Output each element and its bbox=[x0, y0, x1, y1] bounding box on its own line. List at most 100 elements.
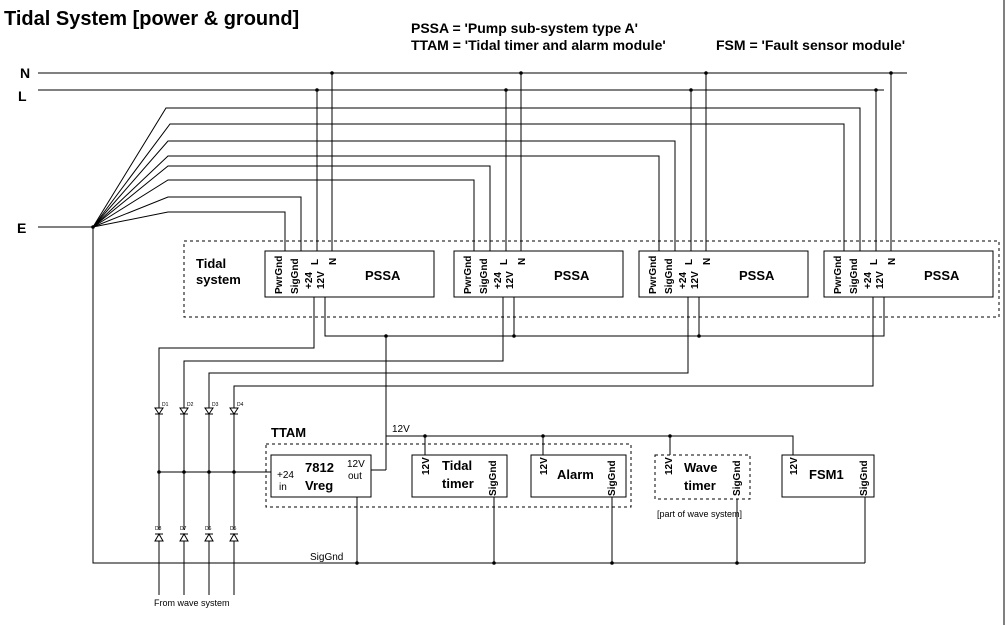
diode-symbol bbox=[154, 407, 164, 415]
junction-dot bbox=[182, 470, 186, 474]
pssa-pin-siggnd: SigGnd bbox=[290, 258, 301, 294]
diode-label: D6 bbox=[205, 526, 212, 532]
tidal-system-boundary bbox=[183, 240, 1000, 318]
pssa-box-4 bbox=[823, 250, 994, 298]
tidal-timer-box bbox=[411, 454, 508, 498]
junction-dot bbox=[384, 334, 388, 338]
legend-ttam: TTAM = 'Tidal timer and alarm module' bbox=[411, 37, 666, 53]
pssa-pin-pwrgnd: PwrGnd bbox=[463, 256, 474, 294]
junction-dot bbox=[704, 71, 708, 75]
rail-label-n: N bbox=[20, 65, 30, 81]
24v-to-diode-wire bbox=[208, 297, 689, 405]
diode-label: D4 bbox=[237, 402, 244, 408]
vreg-name: 7812 bbox=[305, 460, 334, 475]
diode-symbol bbox=[179, 407, 189, 415]
junction-dot bbox=[207, 470, 211, 474]
wiring bbox=[38, 0, 1005, 625]
pssa-pin-24v: +24 bbox=[863, 272, 874, 289]
pssa-box-3 bbox=[638, 250, 809, 298]
junction-dot bbox=[232, 470, 236, 474]
tidal-timer-pin-12v: 12V bbox=[421, 457, 432, 475]
junction-dot bbox=[689, 88, 693, 92]
pssa-pin-siggnd: SigGnd bbox=[664, 258, 675, 294]
from-wave-label: From wave system bbox=[154, 598, 230, 608]
pssa-pin-pwrgnd: PwrGnd bbox=[648, 256, 659, 294]
pssa-name: PSSA bbox=[554, 268, 590, 283]
24v-to-diode-wire bbox=[158, 297, 315, 405]
pssa-pin-l: L bbox=[684, 259, 695, 265]
junction-dot bbox=[697, 334, 701, 338]
vreg-pin-in: in bbox=[279, 482, 287, 493]
fsm1-box bbox=[781, 454, 875, 498]
junction-dot bbox=[512, 334, 516, 338]
junction-dot bbox=[889, 71, 893, 75]
junction-dot bbox=[541, 434, 545, 438]
wave-timer-name: Wave bbox=[684, 460, 717, 475]
junction-dot bbox=[504, 88, 508, 92]
pssa-pin-n: N bbox=[887, 258, 898, 265]
pssa-pin-l: L bbox=[310, 259, 321, 265]
diode-label: D8 bbox=[155, 526, 162, 532]
pssa-pin-pwrgnd: PwrGnd bbox=[833, 256, 844, 294]
diode-label: D2 bbox=[187, 402, 194, 408]
wave-timer-pin-gnd: SigGnd bbox=[732, 460, 743, 496]
tidal-timer-name: timer bbox=[442, 476, 474, 491]
tidal-system-label: Tidal bbox=[196, 256, 226, 271]
pssa-pin-12v: 12V bbox=[505, 271, 516, 289]
rail-label-l: L bbox=[18, 88, 27, 104]
diode-symbol bbox=[204, 532, 214, 542]
rail-label-e: E bbox=[17, 220, 26, 236]
ground-fan-wire bbox=[92, 179, 475, 251]
vreg-pin-out: out bbox=[348, 471, 362, 482]
pssa-name: PSSA bbox=[924, 268, 960, 283]
siggnd-bus-wire bbox=[92, 227, 865, 564]
fsm1-pin-gnd: SigGnd bbox=[859, 460, 870, 496]
tidal-timer-pin-gnd: SigGnd bbox=[488, 460, 499, 496]
ground-fan-wire bbox=[92, 140, 676, 251]
ground-fan-wire bbox=[92, 107, 861, 251]
ground-fan-wire bbox=[92, 165, 491, 251]
ground-fan-wire bbox=[92, 211, 286, 251]
diode-symbol bbox=[204, 407, 214, 415]
vreg-name: Vreg bbox=[305, 478, 333, 493]
alarm-name: Alarm bbox=[557, 467, 594, 482]
junction-dot bbox=[423, 434, 427, 438]
fsm1-name: FSM1 bbox=[809, 467, 844, 482]
siggnd-bus-label: SigGnd bbox=[310, 552, 343, 563]
pssa-pin-n: N bbox=[517, 258, 528, 265]
ttam-label: TTAM bbox=[271, 425, 306, 440]
12v-bus-wire bbox=[386, 435, 794, 455]
alarm-box bbox=[530, 454, 627, 498]
pssa-pin-pwrgnd: PwrGnd bbox=[274, 256, 285, 294]
pssa-pin-l: L bbox=[499, 259, 510, 265]
pssa-pin-siggnd: SigGnd bbox=[479, 258, 490, 294]
pssa-pin-24v: +24 bbox=[678, 272, 689, 289]
pssa-name: PSSA bbox=[739, 268, 775, 283]
junction-dot bbox=[668, 434, 672, 438]
12v-tie-wire bbox=[324, 297, 885, 337]
pssa-name: PSSA bbox=[365, 268, 401, 283]
alarm-pin-gnd: SigGnd bbox=[607, 460, 618, 496]
diode-symbol bbox=[154, 532, 164, 542]
pssa-box-1 bbox=[264, 250, 435, 298]
fsm1-pin-12v: 12V bbox=[789, 457, 800, 475]
ground-fan-wire bbox=[92, 155, 660, 251]
vreg-box bbox=[270, 454, 372, 498]
12v-bus-label: 12V bbox=[392, 424, 410, 435]
diagram-title: Tidal System [power & ground] bbox=[4, 8, 300, 30]
pssa-pin-siggnd: SigGnd bbox=[849, 258, 860, 294]
ground-fan-wire bbox=[92, 123, 845, 251]
ground-fan-wire bbox=[92, 196, 302, 251]
24v-to-diode-wire bbox=[183, 297, 504, 405]
diode-label: D7 bbox=[180, 526, 187, 532]
pssa-pin-24v: +24 bbox=[493, 272, 504, 289]
pssa-pin-12v: 12V bbox=[316, 271, 327, 289]
junction-dot bbox=[330, 71, 334, 75]
pssa-box-2 bbox=[453, 250, 624, 298]
diode-symbol bbox=[229, 532, 239, 542]
pssa-pin-12v: 12V bbox=[690, 271, 701, 289]
wave-timer-name: timer bbox=[684, 478, 716, 493]
pssa-pin-l: L bbox=[869, 259, 880, 265]
tidal-timer-name: Tidal bbox=[442, 458, 472, 473]
